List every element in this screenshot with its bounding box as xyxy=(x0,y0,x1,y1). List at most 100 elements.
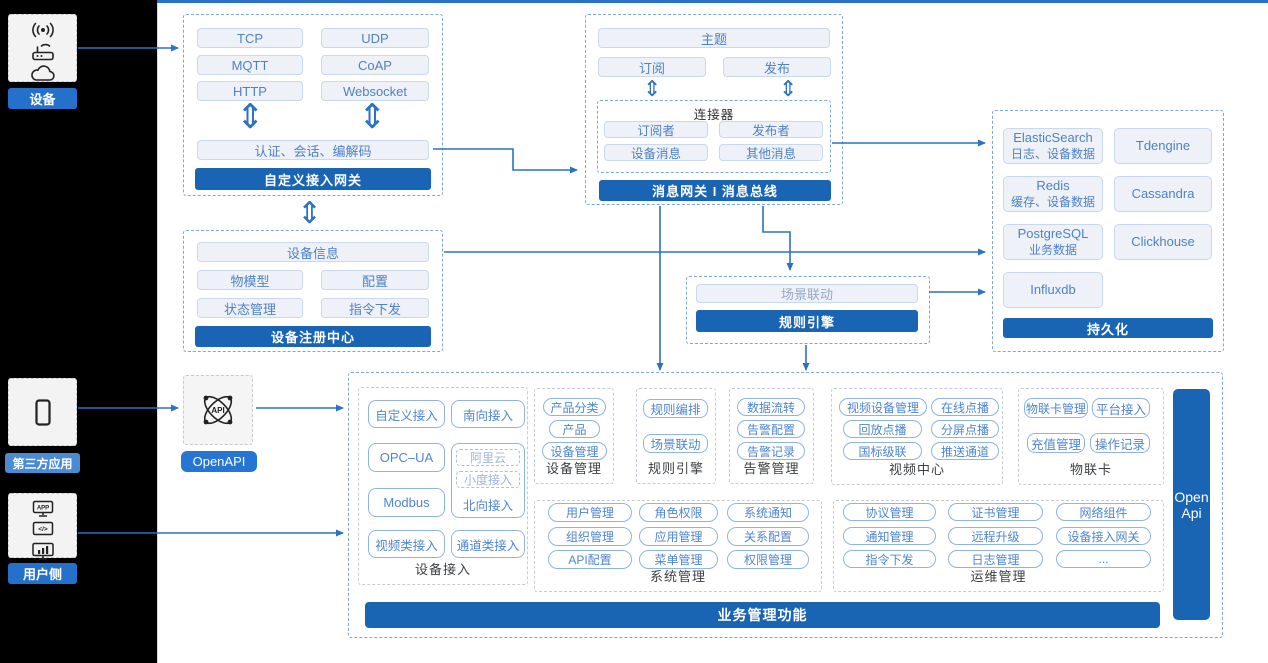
recharge-mgmt-box: 充值管理 xyxy=(1027,433,1085,453)
connector-title: 连接器 xyxy=(693,108,735,122)
section-label: 规则引擎 xyxy=(647,461,704,476)
section-label: 运维管理 xyxy=(970,569,1027,584)
topic-box: 主题 xyxy=(598,28,830,48)
menu-mgmt-box: 菜单管理 xyxy=(639,550,718,569)
top-accent-line xyxy=(157,0,1268,3)
persistence-title-bar: 持久化 xyxy=(1003,318,1213,338)
third-party-label: 第三方应用 xyxy=(5,453,80,473)
section-label: 物联卡 xyxy=(1069,462,1112,477)
playback-box: 回放点播 xyxy=(843,420,922,438)
chart-monitor-icon xyxy=(31,542,54,560)
svg-text:APP: APP xyxy=(36,506,48,512)
relation-config-box: 关系配置 xyxy=(727,527,809,546)
message-bus-title-bar: 消息网关 I 消息总线 xyxy=(599,180,831,201)
section-label: 设备管理 xyxy=(545,461,602,476)
rule-engine-title-bar: 规则引擎 xyxy=(696,310,918,332)
iot-card-mgmt-box: 物联卡管理 xyxy=(1024,398,1088,418)
more-box: ... xyxy=(1056,550,1151,568)
openapi-icon-box: API xyxy=(183,375,253,445)
product-box: 产品 xyxy=(549,420,600,438)
store-cassandra: Cassandra xyxy=(1114,176,1212,212)
protocol-mgmt-box: 协议管理 xyxy=(843,503,936,521)
modbus-box: Modbus xyxy=(368,488,445,517)
api-atom-icon: API xyxy=(203,395,233,425)
scene-linkage-box: 场景联动 xyxy=(696,284,918,303)
cert-mgmt-box: 证书管理 xyxy=(948,503,1043,521)
south-access-box: 南向接入 xyxy=(451,400,525,428)
device-registry-title-bar: 设备注册中心 xyxy=(195,326,431,347)
user-side-label: 用户侧 xyxy=(8,563,77,584)
protocol-coap: CoAP xyxy=(321,55,429,75)
notice-mgmt-box: 通知管理 xyxy=(843,527,936,545)
section-label: 告警管理 xyxy=(743,461,800,476)
protocol-websocket: Websocket xyxy=(321,81,429,101)
log-mgmt-box: 日志管理 xyxy=(948,550,1043,568)
signal-icon xyxy=(31,22,54,38)
remote-upgrade-box: 远程升级 xyxy=(948,527,1043,545)
command-dispatch-box: 指令下发 xyxy=(321,298,429,318)
store-postgresql: PostgreSQL 业务数据 xyxy=(1003,224,1103,260)
section-label: 系统管理 xyxy=(649,569,706,584)
other-message-box: 其他消息 xyxy=(719,144,823,161)
publisher-box: 发布者 xyxy=(719,121,823,138)
user-mgmt-box: 用户管理 xyxy=(548,503,632,522)
phone-icon xyxy=(34,398,51,426)
video-device-mgmt-box: 视频设备管理 xyxy=(839,398,927,416)
subscribe-box: 订阅 xyxy=(598,57,706,77)
split-screen-box: 分屏点播 xyxy=(931,420,999,438)
double-arrow-icon: ⇕ xyxy=(643,76,662,101)
scene-linkage-box: 场景联动 xyxy=(643,434,708,453)
alarm-record-box: 告警记录 xyxy=(737,442,805,460)
store-clickhouse: Clickhouse xyxy=(1114,224,1212,260)
cloud-icon xyxy=(30,65,55,81)
permission-mgmt-box: 权限管理 xyxy=(727,550,809,569)
channel-access-box: 通道类接入 xyxy=(451,530,525,558)
device-access-gateway-box: 设备接入网关 xyxy=(1056,527,1151,545)
section-label: 视频中心 xyxy=(888,462,945,477)
api-config-box: API配置 xyxy=(548,550,632,569)
opc-ua-box: OPC–UA xyxy=(368,443,445,472)
thing-model-box: 物模型 xyxy=(197,270,303,290)
gb-cascade-box: 国标级联 xyxy=(843,442,922,460)
publish-box: 发布 xyxy=(723,57,831,77)
devices-icon-box xyxy=(8,14,77,82)
store-tdengine: Tdengine xyxy=(1114,128,1212,164)
status-mgmt-box: 状态管理 xyxy=(197,298,303,318)
store-redis: Redis 缓存、设备数据 xyxy=(1003,176,1103,212)
open-api-vertical-bar: Open Api xyxy=(1173,389,1210,620)
north-access-label: 北向接入 xyxy=(462,499,513,513)
user-side-icon-box: APP </> xyxy=(8,493,77,560)
router-icon xyxy=(31,43,54,61)
svg-text:API: API xyxy=(211,406,224,415)
double-arrow-icon: ⇕ xyxy=(236,98,265,136)
session-codec-box: 认证、会话、编解码 xyxy=(197,140,429,160)
role-permission-box: 角色权限 xyxy=(639,503,718,522)
aliyun-box: 阿里云 xyxy=(456,449,520,466)
data-flow-box: 数据流转 xyxy=(737,398,805,416)
store-elasticsearch: ElasticSearch 日志、设备数据 xyxy=(1003,128,1103,164)
xiaodu-access-box: 小度接入 xyxy=(456,471,520,488)
protocol-mqtt: MQTT xyxy=(197,55,303,75)
online-play-box: 在线点播 xyxy=(931,398,999,416)
app-mgmt-box: 应用管理 xyxy=(639,527,718,546)
devices-label: 设备 xyxy=(8,88,77,109)
system-notice-box: 系统通知 xyxy=(727,503,809,522)
openapi-label: OpenAPI xyxy=(181,451,257,472)
protocol-http: HTTP xyxy=(197,81,303,101)
custom-gateway-title-bar: 自定义接入网关 xyxy=(195,168,431,190)
device-mgmt-box: 设备管理 xyxy=(542,442,607,460)
product-category-box: 产品分类 xyxy=(543,398,606,416)
store-influxdb: Influxdb xyxy=(1003,272,1103,308)
push-channel-box: 推送通道 xyxy=(931,442,999,460)
org-mgmt-box: 组织管理 xyxy=(548,527,632,546)
platform-access-box: 平台接入 xyxy=(1092,398,1150,418)
double-arrow-icon: ⇕ xyxy=(297,197,323,230)
protocol-tcp: TCP xyxy=(197,28,303,48)
subscriber-box: 订阅者 xyxy=(604,121,708,138)
network-component-box: 网络组件 xyxy=(1056,503,1151,521)
third-party-icon-box xyxy=(8,378,77,446)
code-monitor-icon: </> xyxy=(32,521,53,536)
svg-text:</>: </> xyxy=(38,526,48,533)
protocol-udp: UDP xyxy=(321,28,429,48)
